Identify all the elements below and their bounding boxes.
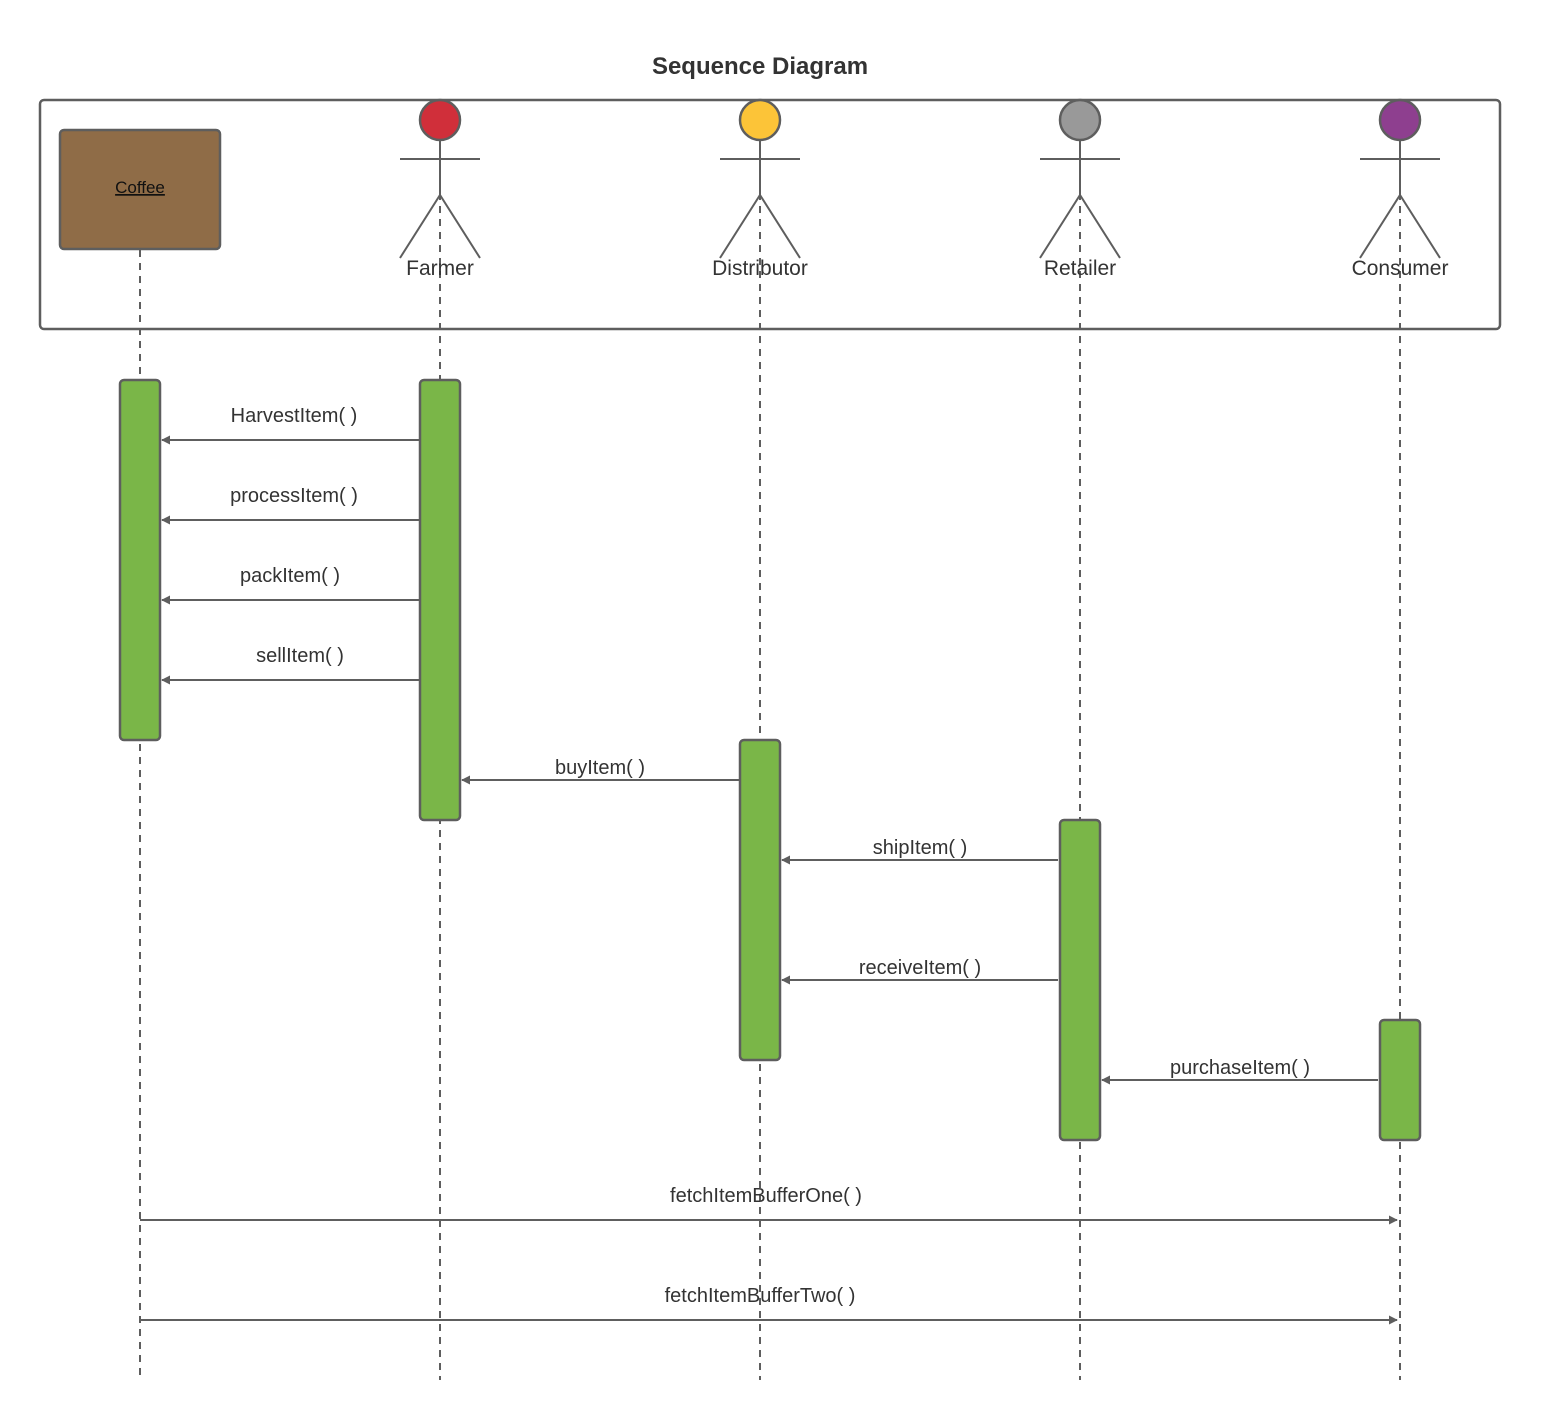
message-buy-item: buyItem( ) bbox=[461, 757, 740, 785]
actor-distributor: Distributor bbox=[712, 98, 808, 280]
actor-farmer-legs bbox=[399, 193, 481, 259]
message-pack-item: packItem( ) bbox=[161, 565, 420, 605]
message-fetch-item-buffer-two: fetchItemBufferTwo( ) bbox=[140, 1285, 1398, 1325]
message-fetch-item-buffer-two-label: fetchItemBufferTwo( ) bbox=[665, 1285, 856, 1307]
actor-retailer-legs bbox=[1039, 193, 1121, 259]
message-pack-item-label: packItem( ) bbox=[240, 565, 340, 587]
activation-farmer bbox=[418, 378, 462, 822]
actor-consumer: Consumer bbox=[1352, 98, 1449, 280]
actor-distributor-head bbox=[738, 98, 782, 142]
actor-consumer-head bbox=[1378, 98, 1422, 142]
object-coffee-box bbox=[58, 128, 222, 251]
message-fetch-item-buffer-one-label: fetchItemBufferOne( ) bbox=[670, 1185, 862, 1207]
actor-retailer-head bbox=[1058, 98, 1102, 142]
message-purchase-item: purchaseItem( ) bbox=[1101, 1057, 1378, 1085]
object-coffee-label: Coffee bbox=[115, 178, 165, 197]
message-process-item-label: processItem( ) bbox=[230, 485, 358, 507]
actor-distributor-legs bbox=[719, 193, 801, 259]
message-receive-item-label: receiveItem( ) bbox=[859, 957, 981, 979]
actor-farmer-head bbox=[418, 98, 462, 142]
actor-consumer-label: Consumer bbox=[1352, 257, 1449, 280]
actor-retailer-label: Retailer bbox=[1044, 257, 1116, 280]
message-harvest-item: HarvestItem( ) bbox=[161, 405, 420, 445]
message-sell-item: sellItem( ) bbox=[161, 645, 420, 685]
message-ship-item: shipItem( ) bbox=[781, 837, 1058, 865]
activation-consumer bbox=[1378, 1018, 1422, 1142]
actor-consumer-legs bbox=[1359, 193, 1441, 259]
actor-farmer-label: Farmer bbox=[406, 257, 474, 280]
actor-retailer: Retailer bbox=[1039, 98, 1121, 280]
message-process-item: processItem( ) bbox=[161, 485, 420, 525]
message-ship-item-label: shipItem( ) bbox=[873, 837, 967, 859]
message-fetch-item-buffer-one: fetchItemBufferOne( ) bbox=[140, 1185, 1398, 1225]
message-harvest-item-label: HarvestItem( ) bbox=[231, 405, 358, 427]
object-coffee: Coffee bbox=[58, 128, 222, 251]
actor-farmer: Farmer bbox=[399, 98, 481, 280]
message-buy-item-label: buyItem( ) bbox=[555, 757, 645, 779]
activation-distributor bbox=[738, 738, 782, 1062]
message-receive-item: receiveItem( ) bbox=[781, 957, 1058, 985]
diagram-title: Sequence Diagram bbox=[652, 53, 868, 80]
header-frame bbox=[38, 98, 1502, 331]
activation-coffee bbox=[118, 378, 162, 742]
actor-distributor-label: Distributor bbox=[712, 257, 808, 280]
activation-retailer bbox=[1058, 818, 1102, 1142]
message-purchase-item-label: purchaseItem( ) bbox=[1170, 1057, 1310, 1079]
message-sell-item-label: sellItem( ) bbox=[256, 645, 344, 667]
